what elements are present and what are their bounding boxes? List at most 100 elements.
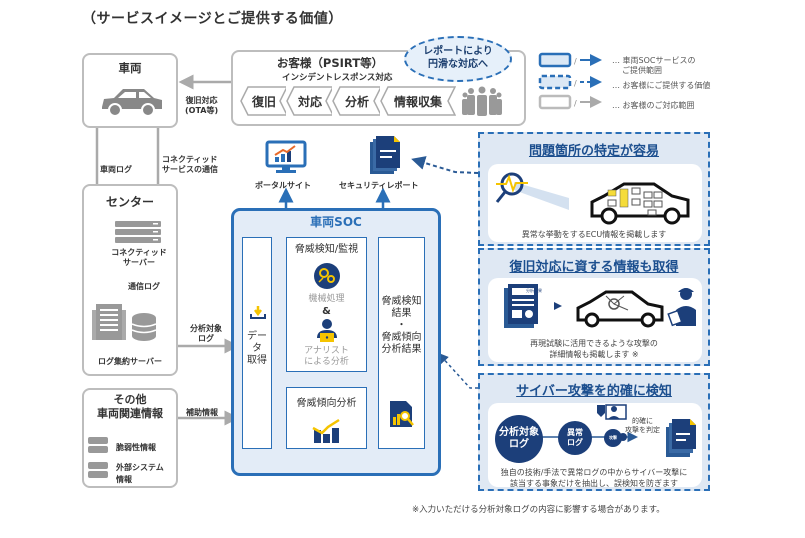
- anomaly-log-circle: 異常 ログ: [558, 421, 592, 455]
- legend-customer-scope: … お客様のご対応範囲: [612, 101, 695, 110]
- label-line: 的確に: [632, 417, 653, 425]
- label-line: 脅威傾向: [381, 332, 422, 343]
- label-line: ・: [396, 320, 407, 331]
- caption-line: 詳細情報も掲載します ※: [549, 350, 639, 359]
- step-recovery: 復旧: [240, 86, 288, 116]
- caption-line: 独自の技術/手法で異常ログの中からサイバー攻撃に: [500, 468, 688, 477]
- server-rack-icon: [115, 221, 161, 243]
- data-acquisition-column: データ 取得: [242, 237, 272, 449]
- vehicle-log-label: 車両ログ: [100, 165, 132, 174]
- download-tray-icon: [250, 306, 266, 319]
- analysis-log-label: 分析対象 ログ: [184, 324, 228, 344]
- ota-label-line2: (OTA等): [185, 106, 219, 115]
- chevron-shape: [380, 86, 456, 116]
- analyst-icon: [317, 319, 337, 342]
- value-box-identification: 問題箇所の特定が容易 異常な挙動をするECU情報を掲載します: [478, 132, 710, 246]
- car-icon: [102, 89, 162, 117]
- step-label: 分析: [344, 94, 369, 109]
- vulnerability-info-label: 脆弱性情報: [116, 443, 156, 452]
- ecu-car-diagram-icon: [495, 172, 690, 225]
- circle-line: ログ: [567, 438, 583, 447]
- label-line: 脅威検知: [381, 296, 422, 307]
- svg-text:/: /: [574, 79, 577, 88]
- label-line: 攻撃を判定: [625, 426, 660, 434]
- analyst-monitor-icon: [597, 404, 627, 420]
- value-heading: 復旧対応に資する情報も取得: [509, 260, 679, 275]
- aux-info-label: 補助情報: [186, 408, 218, 417]
- label-line: 分析結果: [381, 344, 422, 355]
- label-line: 分析対象: [190, 324, 222, 333]
- threat-trend-box: 脅威傾向分析: [286, 387, 367, 449]
- comm-log-label: 通信ログ: [128, 282, 160, 291]
- log-server-icon: [92, 304, 157, 341]
- incident-response-label: インシデントレスポンス対応: [282, 73, 393, 83]
- legend-text: ご提供範囲: [622, 66, 662, 75]
- svg-text:/: /: [574, 99, 577, 108]
- analysis-result-doc-label: 分析結果: [526, 288, 542, 293]
- connected-comm-label: コネクティッド サービスの通信: [162, 155, 218, 175]
- legend-dashed-swatch: [538, 74, 572, 90]
- label-line: データ: [247, 331, 267, 354]
- trend-chart-icon: [312, 418, 340, 443]
- portal-label: ポータルサイト: [255, 181, 311, 190]
- legend-gray-swatch: [538, 94, 572, 110]
- other-info-title: その他 車両関連情報: [82, 393, 178, 421]
- ampersand: &: [322, 306, 331, 317]
- document-stack-icon: [666, 419, 696, 457]
- report-label: セキュリティレポート: [339, 181, 419, 190]
- label-line: コネクティッド: [162, 155, 218, 164]
- value-caption: 異常な挙動をするECU情報を掲載します: [521, 230, 667, 239]
- value-caption: 再現試験に活用できるような攻撃の 詳細情報も掲載します ※: [480, 338, 708, 360]
- vehicle-title: 車両: [118, 61, 142, 75]
- center-box: [82, 184, 178, 376]
- value-heading: 問題箇所の特定が容易: [528, 144, 659, 159]
- title-line: その他: [113, 393, 147, 406]
- threat-trend-title: 脅威傾向分析: [296, 398, 357, 409]
- label-line: 結果: [391, 308, 412, 319]
- machine-processing-label: 機械処理: [308, 294, 345, 304]
- analyst-analysis-label: アナリスト による分析: [287, 346, 366, 368]
- external-system-label-2: 情報: [116, 475, 132, 484]
- customer-title: お客様（PSIRT等）: [276, 56, 384, 70]
- value-to-report-arrow: [411, 156, 479, 174]
- result-column: 脅威検知 結果 ・ 脅威傾向 分析結果: [378, 237, 425, 449]
- circle-line: ログ: [509, 439, 529, 450]
- ota-label-line1: 復旧対応: [185, 96, 218, 105]
- people-icon: [462, 86, 502, 116]
- page-title: （サービスイメージとご提供する価値）: [82, 11, 343, 27]
- circle-line: 異常: [567, 428, 583, 437]
- value-box-detection: サイバー攻撃を的確に検知 分析対象 ログ 異常 ログ 攻撃 的確に 攻撃を判定 …: [478, 373, 710, 491]
- threat-detection-title: 脅威検知/監視: [294, 244, 359, 255]
- vehicle-box: 車両: [82, 53, 178, 128]
- portal-monitor-icon: [265, 140, 307, 173]
- step-info-gathering: 情報収集: [380, 86, 456, 116]
- security-report-icon: [370, 136, 400, 174]
- accurate-judge-label: 的確に 攻撃を判定: [625, 417, 660, 435]
- attack-circle: 攻撃: [604, 429, 622, 447]
- soc-title: 車両SOC: [310, 215, 362, 229]
- title-line: 車両関連情報: [97, 407, 163, 420]
- data-acquisition-label: データ 取得: [243, 331, 271, 367]
- ota-label: 復旧対応 (OTA等): [185, 96, 218, 116]
- value-to-soc-arrow: [437, 352, 478, 389]
- recovery-illustration: [504, 284, 696, 328]
- label-line: サービスの通信: [162, 165, 218, 174]
- bubble-line2: 円滑な対応へ: [428, 59, 488, 70]
- report-value-bubble: レポートにより 円滑な対応へ: [404, 36, 512, 82]
- connected-server-label: コネクティッド サーバー: [104, 248, 174, 268]
- label-line: 取得: [247, 355, 267, 366]
- center-title: センター: [105, 195, 154, 209]
- value-heading: サイバー攻撃を的確に検知: [516, 384, 672, 399]
- step-label: 復旧: [251, 94, 276, 109]
- value-caption: 独自の技術/手法で異常ログの中からサイバー攻撃に 該当する事象だけを抽出し、誤検…: [480, 467, 708, 489]
- step-response: 対応: [286, 86, 334, 116]
- step-label: 対応: [297, 94, 322, 109]
- bubble-line1: レポートにより: [423, 46, 493, 57]
- result-label: 脅威検知 結果 ・ 脅威傾向 分析結果: [379, 296, 424, 356]
- caption-line: 再現試験に活用できるような攻撃の: [530, 339, 658, 348]
- label-line: コネクティッド: [111, 248, 167, 257]
- label-line: ログ: [198, 334, 214, 343]
- svg-text:/: /: [574, 57, 577, 66]
- analysis-log-circle: 分析対象 ログ: [495, 415, 543, 463]
- report-analysis-icon: [390, 401, 414, 427]
